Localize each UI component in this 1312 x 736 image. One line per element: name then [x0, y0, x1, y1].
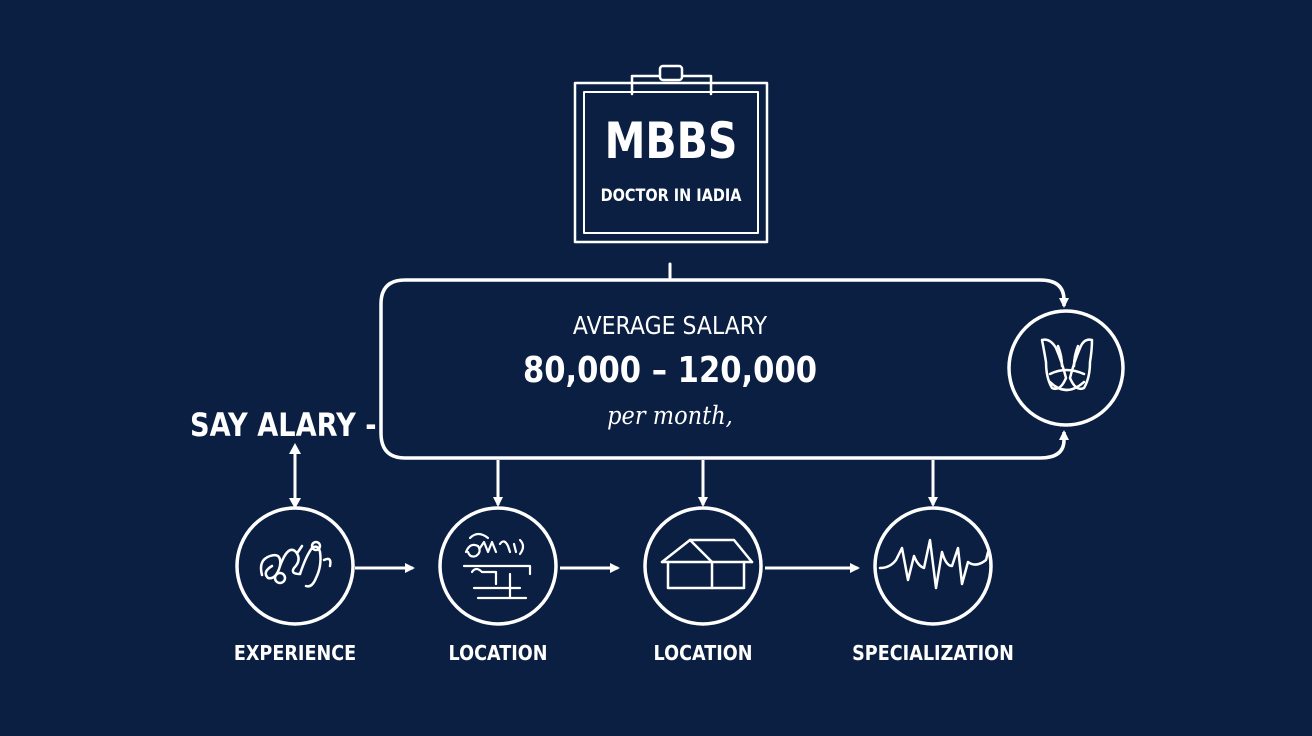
salary-unit: per month,	[607, 401, 733, 430]
node-location-2	[643, 506, 763, 626]
right-node	[1007, 309, 1125, 427]
clipboard-icon	[573, 64, 769, 244]
node-label-specialization: SPECIALIZATION	[852, 641, 1014, 665]
surgical-tools-icon	[1040, 338, 1094, 392]
certificate-subtitle: DOCTOR IN IADIA	[600, 186, 742, 206]
node-experience	[235, 506, 355, 626]
node-location-1	[438, 506, 558, 626]
tangled-scribble-icon	[259, 540, 332, 588]
salary-box-outline	[379, 278, 1040, 460]
waveform-icon	[878, 538, 990, 590]
node-label-experience: EXPERIENCE	[233, 641, 357, 665]
node-specialization	[873, 506, 993, 626]
salary-range: 80,000 – 120,000	[522, 350, 818, 391]
connector-top-right	[1039, 278, 1069, 308]
side-label: SAY ALARY -	[190, 406, 377, 444]
salary-heading: AVERAGE SALARY	[572, 311, 768, 340]
connector-bottom-right	[1039, 430, 1069, 460]
node-label-location-2: LOCATION	[653, 641, 753, 665]
sketched-scene-icon	[462, 532, 532, 600]
double-arrow	[289, 443, 301, 509]
node-label-location-1: LOCATION	[448, 641, 548, 665]
house-icon	[660, 538, 754, 590]
certificate-title: MBBS	[604, 112, 738, 170]
